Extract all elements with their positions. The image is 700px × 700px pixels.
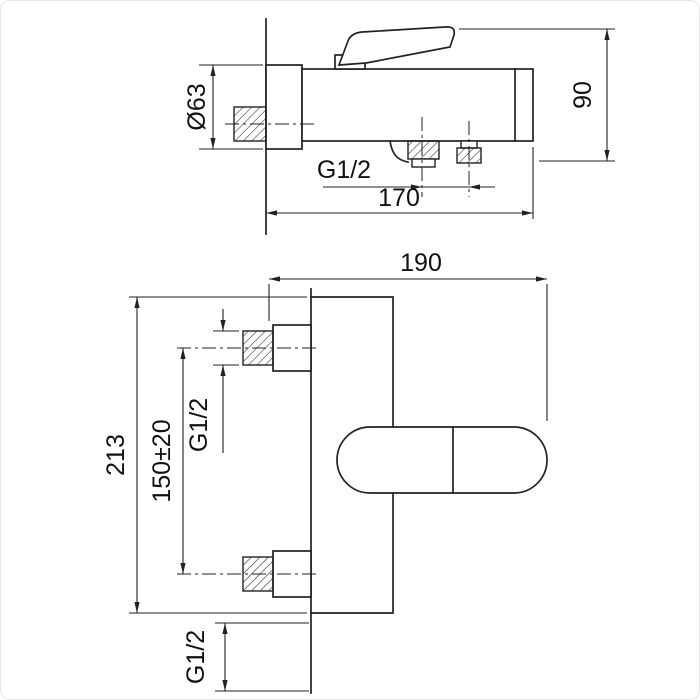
dim-width-190: 190 [268,249,548,421]
dim-height-90: 90 [459,28,615,162]
label-connection-spacing: 150±20 [148,419,176,502]
dim-flange-diameter: Ø63 [183,64,263,150]
spout-union [407,140,440,160]
aerator [411,158,436,168]
dim-connection-spacing: 150±20 [148,348,186,574]
side-view: Ø63 90 G1/2 170 [183,18,615,235]
front-view: 190 213 150±20 G1/2 [102,249,548,694]
spout-outlet [389,140,440,168]
handle-lever-side [337,26,456,66]
label-width-190: 190 [400,249,442,277]
label-outlet-thread: G1/2 [317,156,371,184]
dim-depth-170: 170 [266,147,534,219]
label-depth-170: 170 [378,184,420,212]
label-flange-diameter: Ø63 [183,83,211,130]
spout-curve [389,140,409,163]
handle-front [336,426,548,494]
dim-outlet-thread: G1/2 [317,156,495,190]
label-height-213: 213 [102,434,130,476]
label-bottom-outlet-thread: G1/2 [182,630,210,684]
handle-lever-front [336,426,548,494]
centerlines-side-view [225,117,470,197]
body-side [301,68,534,142]
wall-flange-side [265,64,303,150]
dim-height-213: 213 [102,296,307,614]
mixer-body-side [265,26,534,150]
dim-bottom-outlet-thread: G1/2 [182,622,309,692]
centerlines-front-view [177,347,319,575]
dim-inlet-thread: G1/2 [185,309,239,453]
label-height-90: 90 [569,81,597,109]
label-inlet-thread: G1/2 [185,398,213,452]
